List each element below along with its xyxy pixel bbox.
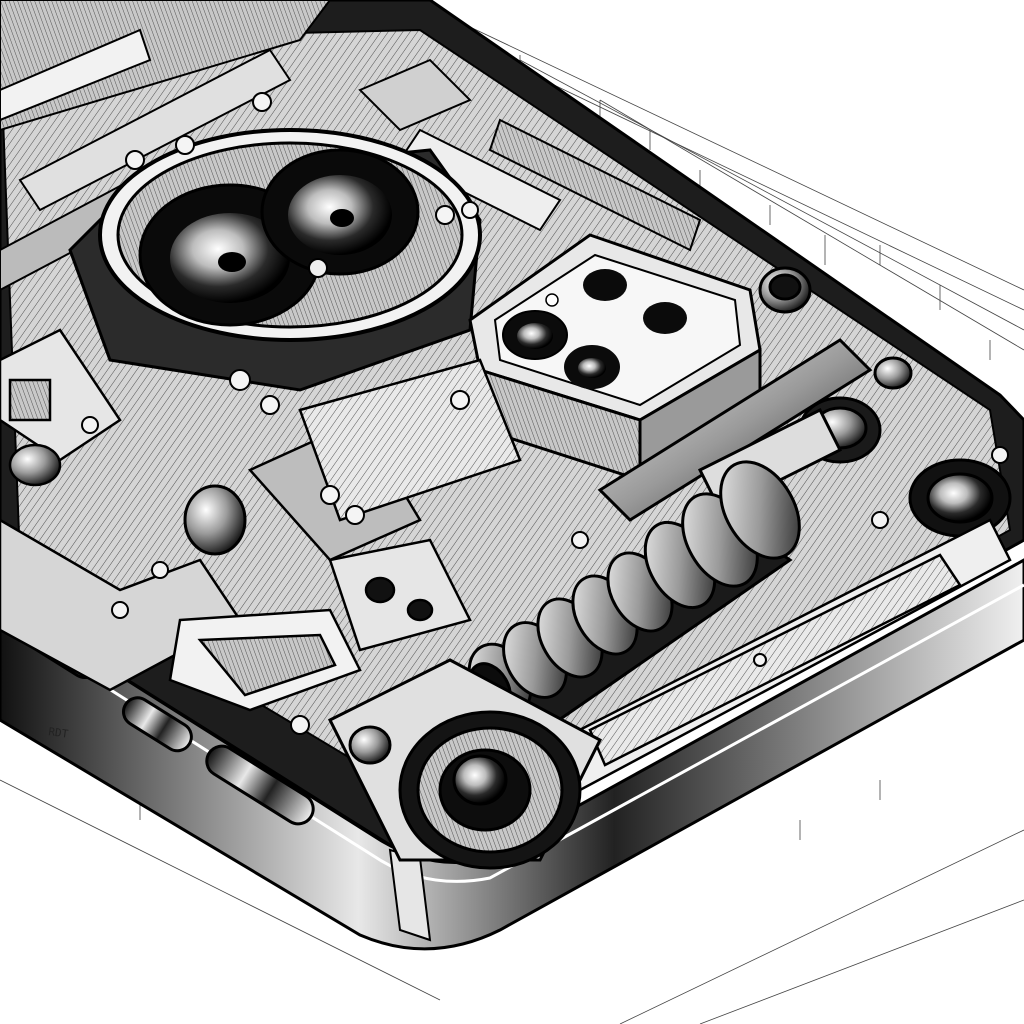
side-annotation: RDT — [48, 725, 70, 741]
dual-lens-camera-icon — [68, 128, 482, 392]
screw-icon — [81, 92, 1009, 735]
right-knob-components — [183, 266, 1012, 556]
coil-spring-icon — [467, 338, 873, 742]
round-lens-assembly-icon — [327, 658, 602, 870]
